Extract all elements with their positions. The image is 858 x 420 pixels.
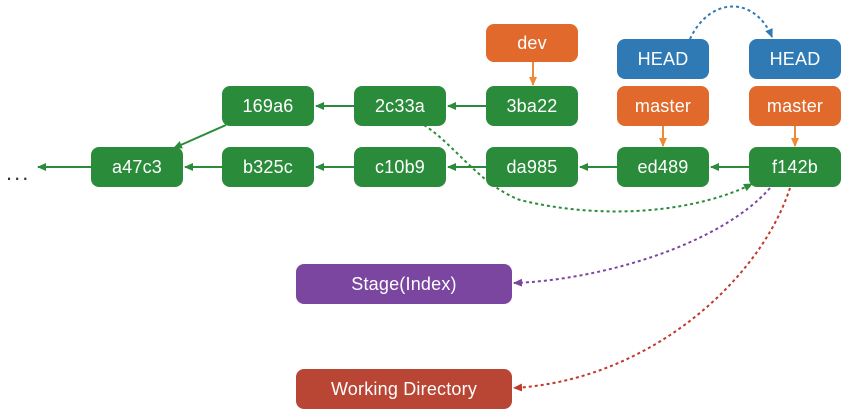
commit-ed489: ed489 [617,147,709,187]
working-directory-box: Working Directory [296,369,512,409]
ref-master-new: master [749,86,841,126]
stage-index-box: Stage(Index) [296,264,512,304]
ref-head-old: HEAD [617,39,709,79]
commit-2c33a: 2c33a [354,86,446,126]
commit-169a6: 169a6 [222,86,314,126]
ref-master-old: master [617,86,709,126]
ref-dev: dev [486,24,578,62]
edge-head-move [689,5,773,40]
history-ellipsis: ... [6,160,31,185]
commit-f142b: f142b [749,147,841,187]
ref-head-new: HEAD [749,39,841,79]
commit-a47c3: a47c3 [91,147,183,187]
edge-169a6-a47c3 [173,124,227,149]
commit-b325c: b325c [222,147,314,187]
commit-3ba22: 3ba22 [486,86,578,126]
edge-2c33a-f142b [423,124,753,213]
edge-f142b-stage [513,187,771,287]
commit-c10b9: c10b9 [354,147,446,187]
edge-f142b-workdir [513,187,791,392]
commit-da985: da985 [486,147,578,187]
